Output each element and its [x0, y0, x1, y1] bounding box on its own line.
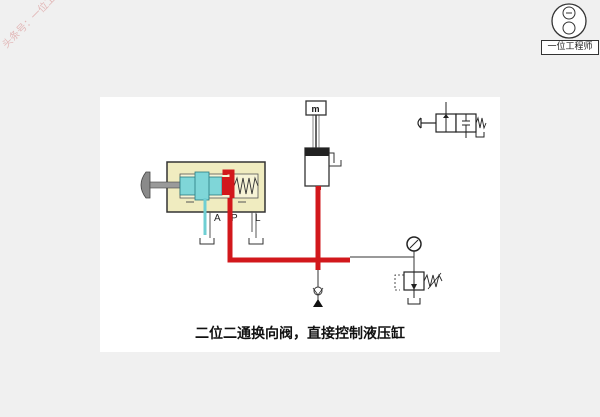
brand-logo-icon — [551, 3, 587, 39]
tank-icon — [407, 298, 421, 305]
brand-logo-label: 一位工程师 — [541, 40, 599, 55]
cylinder-piston — [305, 148, 329, 156]
tank-icon — [328, 160, 342, 167]
pressure-gauge-icon — [406, 236, 422, 252]
port-a-line — [199, 198, 215, 245]
hydraulic-cylinder: m — [304, 100, 342, 190]
valve-symbol-icon — [417, 102, 487, 138]
slide-panel — [100, 97, 500, 352]
motor-label: m — [312, 104, 320, 114]
tank-icon — [248, 238, 264, 245]
tank-icon — [475, 132, 485, 138]
pressure-line — [222, 169, 350, 270]
port-label-l: L — [255, 213, 261, 224]
directional-valve — [140, 161, 266, 213]
relief-valve-icon — [394, 271, 443, 305]
port-l-line — [248, 212, 264, 245]
check-valve-icon — [312, 286, 324, 307]
tank-icon — [199, 238, 215, 245]
port-label-p: P — [231, 213, 238, 224]
valve-spring-icon — [233, 176, 259, 195]
diagram-caption: 二位二通换向阀，直接控制液压缸 — [195, 326, 405, 342]
valve-spool — [179, 171, 232, 201]
pilot-line — [317, 250, 415, 288]
port-label-a: A — [214, 213, 221, 224]
